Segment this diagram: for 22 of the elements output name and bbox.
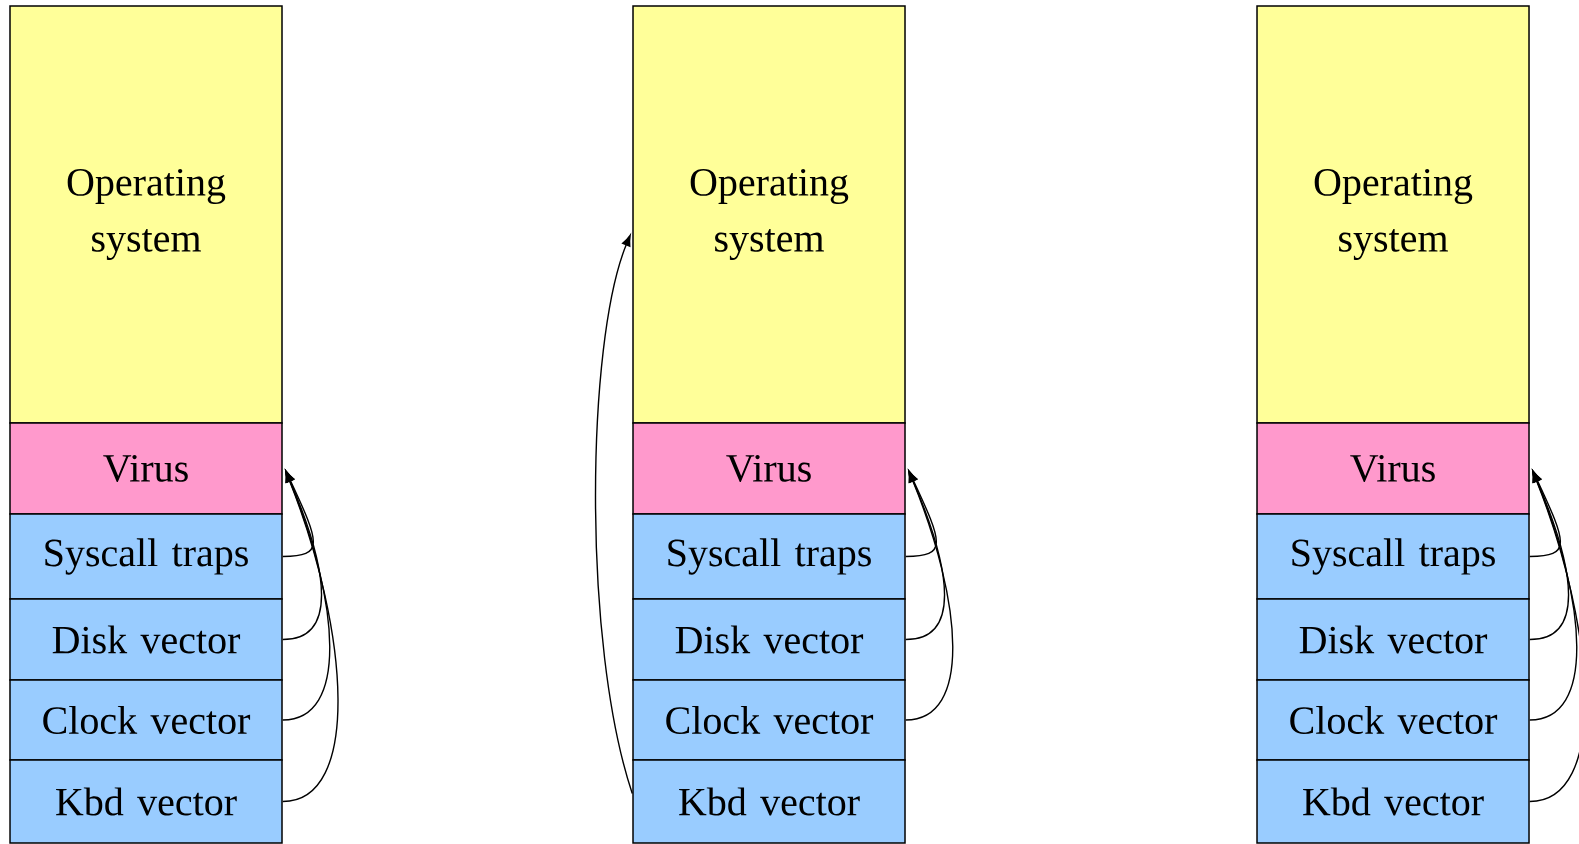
memory-region: Operating system [632,5,906,424]
memory-region: Clock vector [9,679,283,761]
memory-region: Kbd vector [1256,759,1530,844]
memory-region: Disk vector [9,598,283,681]
arrow [282,470,339,803]
memory-region: Virus [9,422,283,515]
memory-region: Disk vector [632,598,906,681]
arrow [905,470,954,721]
memory-region: Operating system [9,5,283,424]
memory-region: Disk vector [1256,598,1530,681]
memory-region: Clock vector [632,679,906,761]
memory-region: Syscall traps [1256,513,1530,600]
memory-region: Kbd vector [9,759,283,844]
arrow [1529,470,1579,803]
memory-region: Syscall traps [9,513,283,600]
memory-region: Operating system [1256,5,1530,424]
memory-region: Kbd vector [632,759,906,844]
arrow [594,234,633,795]
memory-region: Virus [1256,422,1530,515]
memory-region: Virus [632,422,906,515]
memory-region: Clock vector [1256,679,1530,761]
memory-region: Syscall traps [632,513,906,600]
